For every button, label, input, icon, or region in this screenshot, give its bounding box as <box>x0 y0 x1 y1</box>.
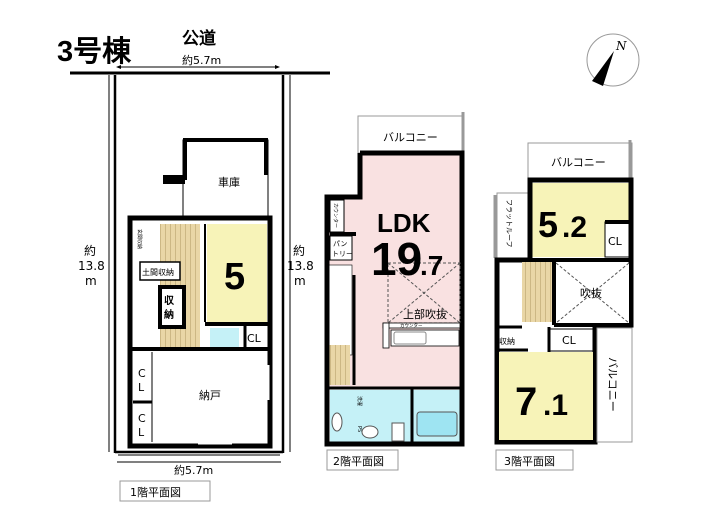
floor3-room-b-decimal: .1 <box>543 389 568 422</box>
svg-text:N: N <box>615 39 627 53</box>
road-width: 約5.7m <box>182 53 221 67</box>
lot-boundary <box>108 75 291 463</box>
floor3-flat-roof: フラットルーフ <box>505 199 513 248</box>
lot-depth-right-value: 13.8 <box>287 259 314 273</box>
floor1-room-size: 5 <box>224 256 245 298</box>
floor1-caption: 1階平面図 <box>130 485 181 499</box>
floor1-cl: CL <box>247 332 262 345</box>
floor3-room-a-decimal: .2 <box>562 211 587 244</box>
floor2-counter: カウンター <box>332 203 339 228</box>
floor2-pantry-1: パン <box>333 240 347 248</box>
floor1-garage-label: 車庫 <box>218 175 240 189</box>
floor3-caption: 3階平面図 <box>504 454 555 468</box>
lot-depth-right: 約 <box>293 243 305 258</box>
lot-width-bottom: 約5.7m <box>174 463 213 477</box>
floor1-closet2-c: C <box>138 412 146 425</box>
lot-depth-right-unit: m <box>294 274 306 288</box>
floor2-balcony: バルコニー <box>383 131 438 144</box>
floor2-ldk-size: 19 <box>371 233 422 285</box>
floor2-ldk-label: LDK <box>377 208 431 238</box>
road-label: 公道 <box>182 28 216 49</box>
floor3-void: 吹抜 <box>580 286 602 300</box>
floor3-plan <box>493 140 634 445</box>
floor1-storage-1: 収 <box>164 295 175 307</box>
floor1-nando: 納戸 <box>199 389 221 402</box>
floor3-cl-b: CL <box>562 334 577 347</box>
floor3-balcony-top: バルコニー <box>551 156 606 169</box>
floor2-void-above: 上部吹抜 <box>403 307 447 321</box>
floor2-plan <box>324 112 465 447</box>
floor2-counter-kitchen: カウンター <box>400 322 423 329</box>
floor3-balcony-side: バルコニー <box>606 357 619 412</box>
floor1-closet1-c: C <box>138 367 146 380</box>
lot-depth-left-value: 13.8 <box>78 259 105 273</box>
lot-depth-left-unit: m <box>85 274 97 288</box>
floor2-caption: 2階平面図 <box>333 454 384 468</box>
floor3-cl-a: CL <box>608 235 623 248</box>
building-title: 3号棟 <box>57 35 132 68</box>
floor1-closet1-l: L <box>138 381 145 394</box>
floor3-storage: 収納 <box>499 336 515 346</box>
floor2-ps: PS <box>356 426 362 432</box>
floor1-closet2-l: L <box>138 426 145 439</box>
compass-icon: N <box>586 33 640 87</box>
floor2-ldk-size-decimal: .7 <box>420 250 443 281</box>
floor3-room-a-size: 5 <box>538 204 558 245</box>
floor1-entrance-storage: 玄関収納 <box>136 229 143 249</box>
floor1-storage-2: 納 <box>164 308 174 321</box>
floor1-plan <box>127 138 273 449</box>
floor3-room-b-size: 7 <box>515 380 537 424</box>
floor2-washer: 洗濯 <box>356 396 363 406</box>
lot-depth-left: 約 <box>84 243 96 258</box>
floor2-pantry-2: トリー <box>332 250 353 258</box>
floor1-doma-storage: 土間収納 <box>142 267 174 277</box>
